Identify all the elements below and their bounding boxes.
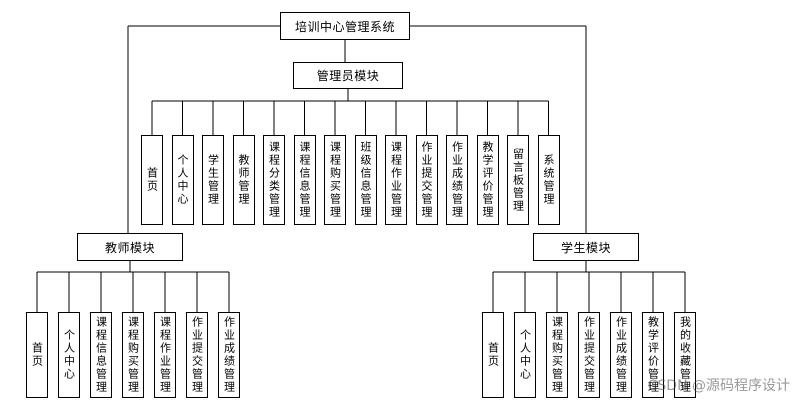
teacher-child-box: 课程作业管理: [154, 312, 176, 398]
admin-child-box: 课程购买管理: [324, 135, 346, 225]
admin-child-box: 作业提交管理: [415, 135, 438, 225]
student-child-box: 作业成绩管理: [610, 312, 632, 398]
student-module-node: 学生模块: [533, 233, 639, 261]
admin-child-box: 留言板管理: [507, 135, 529, 225]
student-child-box: 教学评价管理: [642, 312, 664, 398]
admin-child-box: 课程分类管理: [263, 135, 285, 225]
teacher-child-box: 个人中心: [58, 312, 80, 398]
admin-child-box: 个人中心: [171, 135, 194, 225]
student-child-box: 课程购买管理: [546, 312, 568, 398]
teacher-child-box: 课程购买管理: [122, 312, 144, 398]
student-child-box: 作业提交管理: [578, 312, 600, 398]
admin-child-box: 课程信息管理: [293, 135, 316, 225]
admin-child-box: 教师管理: [232, 135, 255, 225]
admin-module-node: 管理员模块: [293, 62, 403, 89]
teacher-child-box: 作业提交管理: [186, 312, 208, 398]
admin-child-box: 首页: [141, 135, 163, 225]
teacher-child-box: 首页: [26, 312, 48, 398]
teacher-child-box: 作业成绩管理: [218, 312, 240, 398]
student-child-box: 我的收藏管理: [674, 312, 696, 398]
teacher-module-node: 教师模块: [77, 233, 183, 261]
admin-child-box: 课程作业管理: [385, 135, 407, 225]
teacher-child-box: 课程信息管理: [90, 312, 112, 398]
watermark-text: CSDN @源码程序设计: [647, 378, 790, 394]
admin-child-box: 学生管理: [202, 135, 224, 225]
admin-child-box: 班级信息管理: [354, 135, 377, 225]
student-child-box: 首页: [482, 312, 504, 398]
admin-child-box: 系统管理: [537, 135, 560, 225]
admin-child-box: 教学评价管理: [476, 135, 499, 225]
student-child-box: 个人中心: [514, 312, 536, 398]
admin-child-box: 作业成绩管理: [446, 135, 468, 225]
root-node: 培训中心管理系统: [280, 12, 410, 40]
